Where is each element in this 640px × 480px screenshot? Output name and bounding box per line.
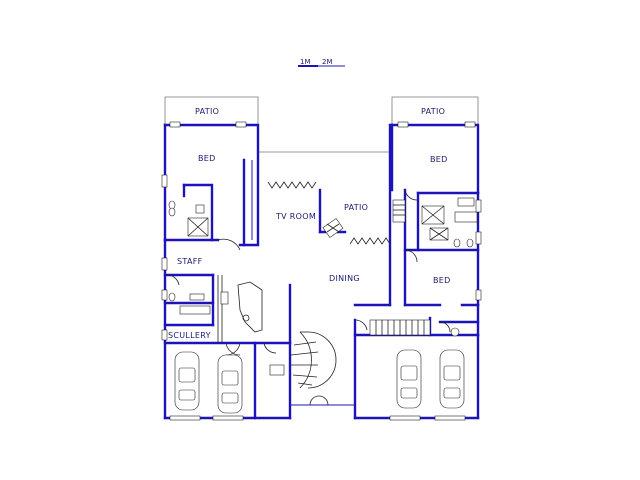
- stairs: [369, 199, 431, 336]
- label-bed-left: BED: [198, 154, 216, 163]
- windows: [161, 121, 482, 421]
- label-dining: DINING: [329, 274, 360, 283]
- label-patio-left: PATIO: [195, 107, 219, 116]
- label-patio-center: PATIO: [344, 203, 368, 212]
- car-1: [174, 351, 200, 411]
- scale-label-2m: 2M: [322, 58, 333, 66]
- bathroom-fixtures: [168, 197, 478, 376]
- scale-bar: 1M 2M: [298, 58, 345, 67]
- label-patio-right: PATIO: [421, 107, 445, 116]
- folding-doors: [267, 181, 391, 245]
- room-labels: PATIO PATIO BED BED TV ROOM PATIO STAFF …: [168, 107, 451, 340]
- car-4: [439, 349, 465, 409]
- cars: [174, 349, 465, 414]
- label-tv-room: TV ROOM: [275, 212, 316, 221]
- label-bed-right-bottom: BED: [433, 276, 451, 285]
- label-bed-right-top: BED: [430, 155, 448, 164]
- car-3: [396, 349, 422, 409]
- label-scullery: SCULLERY: [168, 331, 211, 340]
- kitchen-island: [217, 275, 263, 343]
- scale-label-1m: 1M: [300, 58, 311, 66]
- label-staff: STAFF: [177, 257, 203, 266]
- fireplace: [322, 218, 344, 238]
- spiral-staircase: [290, 331, 337, 389]
- car-2: [217, 354, 243, 414]
- walls: [163, 123, 480, 420]
